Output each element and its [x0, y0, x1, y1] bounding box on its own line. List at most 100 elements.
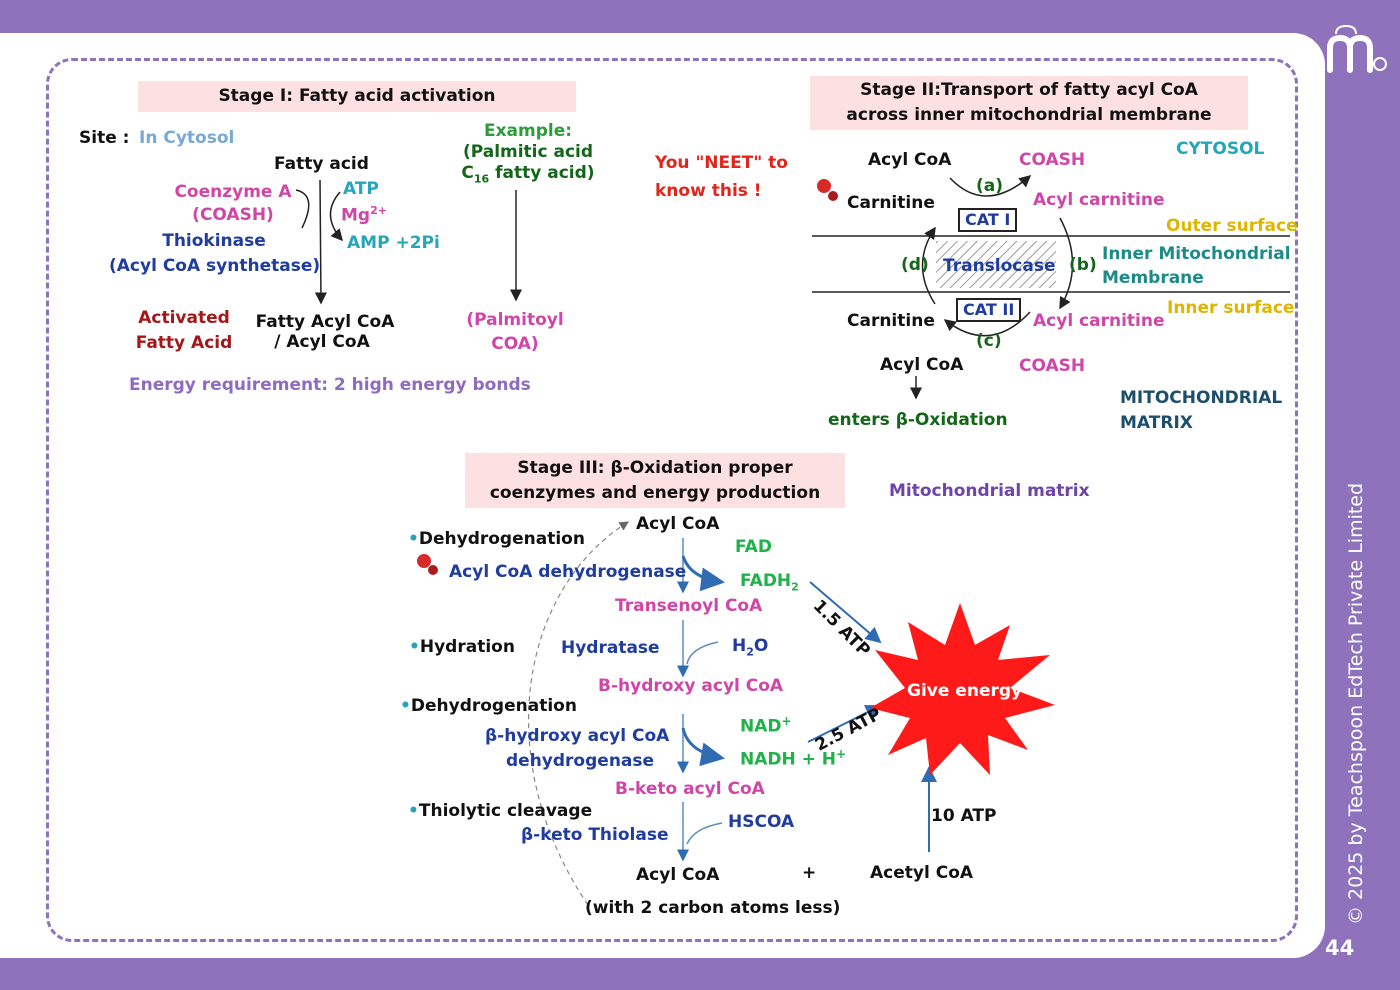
- copyright-text: © 2025 by Teachspoon EdTech Private Limi…: [1345, 482, 1367, 925]
- coash-label: (COASH): [192, 205, 274, 225]
- palmitic-acid-label: (Palmitic acid: [462, 142, 594, 162]
- transenoyl-coa: Transenoyl CoA: [615, 596, 763, 616]
- step-dehydrogenation-2: •Dehydrogenation: [400, 696, 577, 716]
- step-a-curve: [949, 175, 1032, 197]
- stage1-main-arrow: [314, 179, 327, 305]
- stage1-coenzyme-curve: [295, 189, 310, 229]
- step-c-curve: [943, 311, 1031, 337]
- acyl-coa-top: Acyl CoA: [868, 150, 952, 170]
- atp-10-label: 10 ATP: [931, 806, 997, 826]
- less-carbon-label: (with 2 carbon atoms less): [585, 898, 841, 918]
- plus-sign: +: [802, 863, 817, 883]
- mg-label: Mg2+: [341, 204, 387, 226]
- stage1-title: Stage I: Fatty acid activation: [138, 81, 576, 112]
- cat1-box: CAT I: [958, 208, 1018, 232]
- palmitoyl-label: (Palmitoyl: [466, 310, 564, 330]
- hydroxy-dehydrogenase-2: dehydrogenase: [506, 751, 655, 771]
- matrix-label-1: MITOCHONDRIAL: [1120, 388, 1283, 408]
- acyl-coa-end: Acyl CoA: [636, 865, 720, 885]
- step-a-label: (a): [976, 176, 1004, 196]
- enters-beta-oxidation: enters β-Oxidation: [828, 410, 1008, 430]
- pushpin-icon: [817, 179, 838, 201]
- carnitine-top: Carnitine: [847, 193, 935, 213]
- example-label: Example:: [483, 121, 573, 141]
- nad-curve: [681, 727, 725, 767]
- step-c-label: (c): [976, 331, 1002, 351]
- fad-label: FAD: [735, 537, 772, 557]
- acetyl-coa-label: Acetyl CoA: [870, 863, 974, 883]
- translocase-label: Translocase: [943, 256, 1056, 276]
- page-number: 44: [1325, 936, 1355, 960]
- stage2-title: Stage II:Transport of fatty acyl CoA acr…: [810, 76, 1248, 130]
- coash-top: COASH: [1019, 150, 1086, 170]
- stage3-title: Stage III: β-Oxidation proper coenzymes …: [465, 453, 845, 508]
- nadh-label: NADH + H+: [740, 747, 847, 770]
- palmitoyl-coa-label: COA): [491, 334, 539, 354]
- hydroxy-dehydrogenase-1: β-hydroxy acyl CoA: [485, 726, 670, 746]
- hscoa-label: HSCOA: [728, 812, 795, 832]
- b-hydroxy-acyl-coa: B-hydroxy acyl CoA: [598, 676, 784, 696]
- outer-surface-label: Outer surface: [1166, 216, 1298, 236]
- bullet: •: [408, 529, 419, 549]
- translocase-hatch: [936, 241, 1056, 288]
- water-label: H2O: [732, 636, 769, 659]
- atp-arrow-fadh2: [809, 581, 882, 644]
- palmitic-c16-label: C16 fatty acid): [461, 163, 595, 186]
- mitochondrial-matrix-label: Mitochondrial matrix: [889, 481, 1090, 501]
- cytosol-label: CYTOSOL: [1176, 139, 1265, 159]
- pushpin-icon-stage3: [417, 554, 438, 575]
- water-curve: [686, 641, 719, 665]
- acyl-coa-bottom: Acyl CoA: [880, 355, 964, 375]
- carnitine-bottom: Carnitine: [847, 311, 935, 331]
- fatty-acid-label: Fatty acid: [274, 154, 369, 174]
- fadh2-label: FADH2: [740, 571, 799, 594]
- thiokinase-label: Thiokinase: [162, 231, 266, 251]
- matrix-label-2: MATRIX: [1120, 413, 1193, 433]
- step-b-label: (b): [1069, 255, 1097, 275]
- site-label: Site :: [79, 128, 130, 148]
- acyl-coa-dehydrogenase: Acyl CoA dehydrogenase: [449, 562, 687, 582]
- bullet: •: [400, 696, 411, 716]
- coenzyme-a-label: Coenzyme A: [174, 182, 292, 202]
- inner-surface-label: Inner surface: [1167, 298, 1295, 318]
- neet-note-1: You "NEET" to: [655, 153, 788, 173]
- hscoa-curve: [686, 822, 723, 845]
- stage1-atp-curve: [329, 191, 343, 242]
- atp-arrow-nadh: [807, 705, 882, 743]
- acyl-carnitine-bottom: Acyl carnitine: [1033, 311, 1165, 331]
- nad-label: NAD+: [740, 714, 792, 737]
- neet-note-2: know this !: [655, 181, 762, 201]
- acyl-carnitine-top: Acyl carnitine: [1033, 190, 1165, 210]
- fatty-acid-activated-label: Fatty Acid: [135, 333, 233, 353]
- step-b-curve: [1059, 217, 1074, 310]
- dashed-frame: [46, 58, 1298, 942]
- coash-bottom: COASH: [1019, 356, 1086, 376]
- imm-label-1: Inner Mitochondrial: [1102, 244, 1291, 264]
- hydratase-label: Hydratase: [561, 638, 660, 658]
- give-energy-label: Give energy: [907, 681, 1023, 701]
- amp-label: AMP +2Pi: [347, 233, 440, 253]
- step-d-curve: [921, 226, 936, 305]
- step-d-label: (d): [901, 255, 929, 275]
- step-hydration: •Hydration: [409, 637, 515, 657]
- acyl-coa-label: / Acyl CoA: [274, 332, 370, 352]
- energy-burst: [870, 603, 1055, 775]
- bullet: •: [408, 801, 419, 821]
- imm-label-2: Membrane: [1102, 268, 1204, 288]
- thiolase-label: β-keto Thiolase: [521, 825, 669, 845]
- activated-label: Activated: [138, 308, 230, 328]
- fad-curve: [681, 555, 725, 592]
- b-keto-acyl-coa: B-keto acyl CoA: [615, 779, 765, 799]
- acyl-coa-start: Acyl CoA: [636, 514, 720, 534]
- step-thiolytic-cleavage: •Thiolytic cleavage: [408, 801, 593, 821]
- bullet: •: [409, 637, 420, 657]
- energy-requirement: Energy requirement: 2 high energy bonds: [129, 375, 531, 395]
- cat2-box: CAT II: [956, 298, 1022, 322]
- atp-label: ATP: [343, 179, 379, 199]
- step-dehydrogenation-1: •Dehydrogenation: [408, 529, 585, 549]
- medistudygo-logo: [1327, 24, 1387, 73]
- synthetase-label: (Acyl CoA synthetase): [109, 256, 321, 276]
- fatty-acyl-coa-label: Fatty Acyl CoA: [255, 312, 395, 332]
